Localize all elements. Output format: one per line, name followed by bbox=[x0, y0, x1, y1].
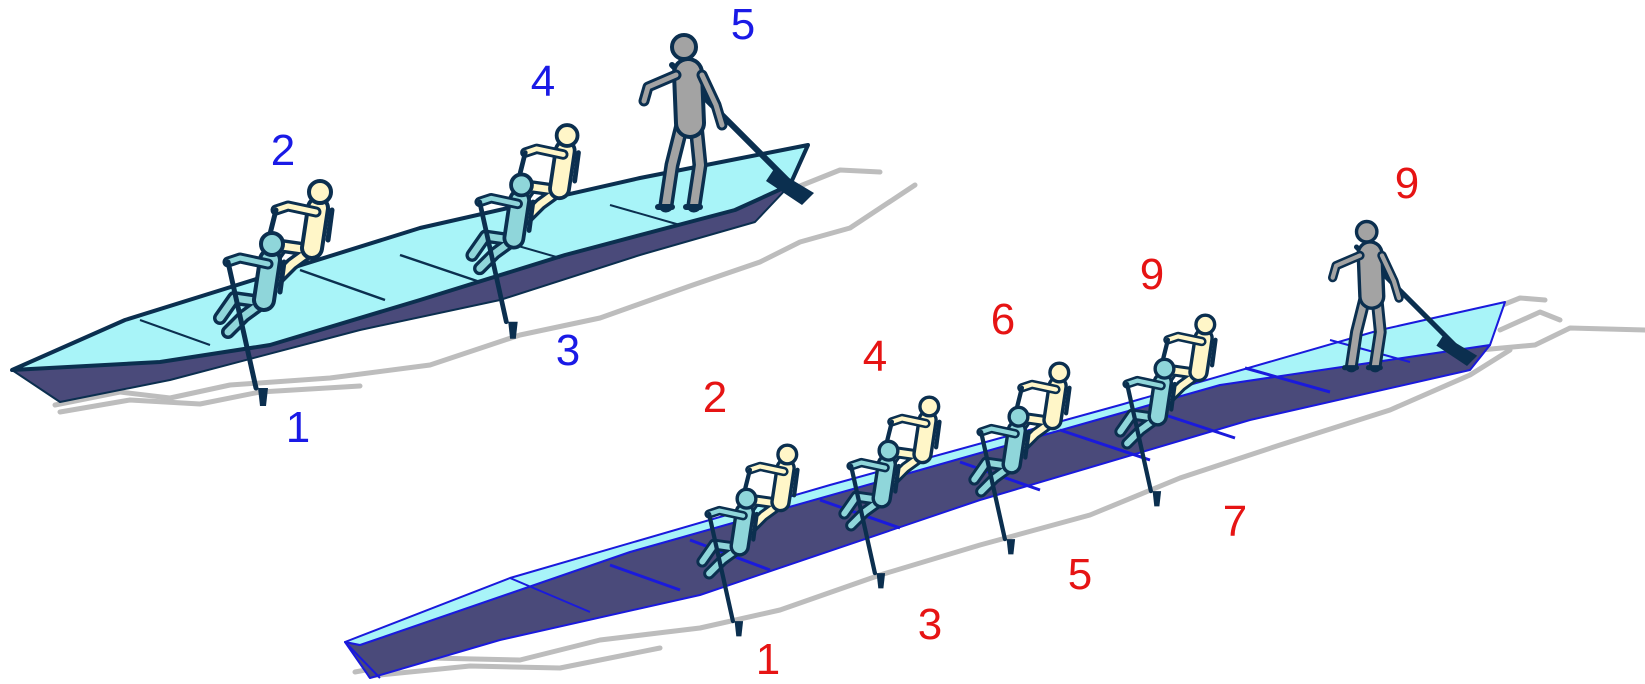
large-boat-label-6: 6 bbox=[991, 298, 1015, 342]
large-boat-label-9a: 9 bbox=[1140, 253, 1164, 297]
small-steerer-torso bbox=[688, 73, 690, 123]
small-boat-label-2: 2 bbox=[271, 129, 295, 173]
large-steerer-torso bbox=[1370, 254, 1372, 296]
large-pair-2-rower-back-head bbox=[920, 397, 939, 416]
large-pair-4-blade-shape bbox=[1153, 491, 1162, 506]
large-pair-2-rower-front-head bbox=[879, 441, 898, 460]
large-pair-3-rower-back-head bbox=[1050, 363, 1069, 382]
small-pair-2-rower-front-head bbox=[511, 174, 532, 195]
large-pair-3-rower-front-head bbox=[1009, 407, 1028, 426]
large-pair-3-blade-shape bbox=[1007, 539, 1016, 554]
small-boat-label-1: 1 bbox=[286, 406, 310, 450]
large-pair-1-blade-shape bbox=[735, 621, 744, 636]
small-pair-1-rower-front-head bbox=[261, 233, 283, 255]
large-boat-label-7: 7 bbox=[1223, 500, 1247, 544]
small-pair-1-rower-back-head bbox=[309, 181, 331, 203]
large-steerer-head bbox=[1357, 222, 1377, 242]
large-boat-label-2: 2 bbox=[703, 376, 727, 420]
large-boat-label-1: 1 bbox=[756, 638, 780, 682]
large-boat-label-5: 5 bbox=[1068, 553, 1092, 597]
large-pair-1-blade bbox=[735, 621, 744, 636]
small-pair-1-blade-shape bbox=[258, 388, 268, 406]
large-pair-4-blade bbox=[1153, 491, 1162, 506]
small-pair-1-blade bbox=[258, 388, 268, 406]
small-boat-label-3: 3 bbox=[556, 329, 580, 373]
small-boat-label-4: 4 bbox=[531, 60, 555, 104]
large-pair-1-rower-front-head bbox=[737, 489, 756, 508]
wake-line-7 bbox=[1500, 312, 1560, 330]
large-boat-label-3: 3 bbox=[918, 603, 942, 647]
large-boat-label-9b: 9 bbox=[1395, 162, 1419, 206]
large-pair-4-rower-back-head bbox=[1196, 315, 1215, 334]
small-steerer-head bbox=[672, 35, 696, 59]
large-pair-2-blade-shape bbox=[877, 573, 886, 588]
large-pair-1-rower-back-head bbox=[778, 445, 797, 464]
small-pair-2-rower-back-head bbox=[557, 125, 578, 146]
small-boat-label-5: 5 bbox=[731, 3, 755, 47]
large-pair-2-blade bbox=[877, 573, 886, 588]
large-boat-label-4: 4 bbox=[863, 335, 887, 379]
large-pair-4-rower-front-head bbox=[1155, 359, 1174, 378]
small-boat bbox=[12, 145, 808, 402]
wake-line-6 bbox=[1480, 328, 1645, 350]
large-pair-3-blade bbox=[1007, 539, 1016, 554]
